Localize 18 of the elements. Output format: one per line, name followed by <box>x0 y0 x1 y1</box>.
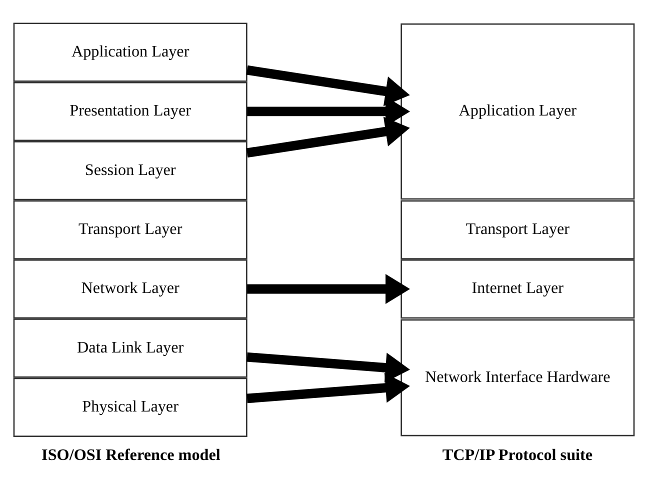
node-box: Presentation Layer <box>13 81 248 141</box>
arrow <box>247 274 410 304</box>
arrow <box>246 64 410 106</box>
node-box: Application Layer <box>400 22 635 200</box>
node-box: Session Layer <box>13 140 248 200</box>
node-box: Transport Layer <box>13 200 248 259</box>
node-box: Physical Layer <box>13 377 248 436</box>
node-box: Internet Layer <box>400 258 635 318</box>
arrow <box>246 352 410 382</box>
node-box: Network Layer <box>13 258 248 318</box>
node-box: Transport Layer <box>400 200 635 259</box>
node-box: Data Link Layer <box>13 318 248 378</box>
label: TCP/IP Protocol suite <box>442 446 593 464</box>
label: ISO/OSI Reference model <box>42 446 220 464</box>
arrow <box>246 372 410 403</box>
node-box: Network Interface Hardware <box>400 318 635 436</box>
node-box: Application Layer <box>13 22 248 82</box>
arrow <box>246 116 410 158</box>
